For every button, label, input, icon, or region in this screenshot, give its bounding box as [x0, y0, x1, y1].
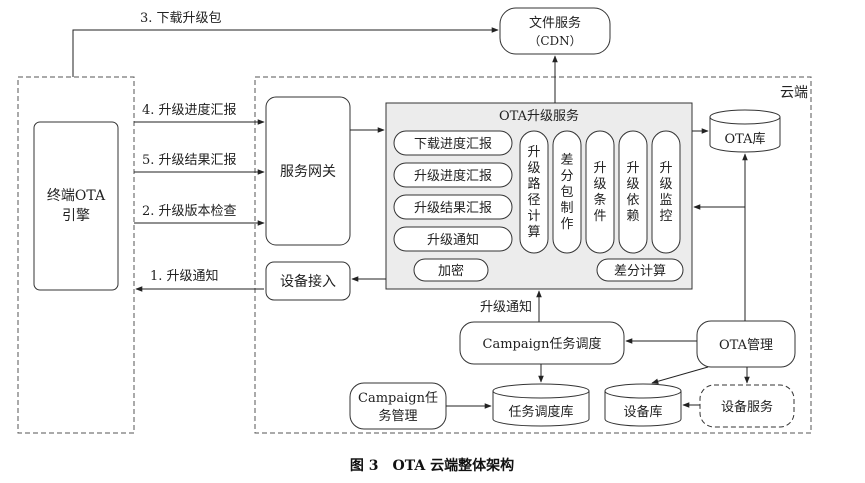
arrow-result-label: 5. 升级结果汇报 [142, 153, 237, 168]
pill-encrypt [413, 258, 489, 282]
pill-diff-calc [596, 258, 684, 282]
pill-download-progress [393, 130, 513, 156]
pill-upgrade-result-label: 升级结果汇报 [414, 201, 492, 216]
ota-database-label: OTA库 [724, 131, 765, 147]
task-schedule-database: 任务调度库 [492, 383, 590, 427]
file-service-line2: （CDN） [528, 34, 581, 48]
capsule-path-calc: 升级路径计算 [519, 130, 549, 254]
capsule-label-0: 升级路径计算 [527, 145, 540, 240]
pill-download-progress-label: 下载进度汇报 [414, 136, 492, 152]
ota-management-label: OTA管理 [719, 338, 773, 353]
campaign-scheduling [459, 321, 625, 365]
terminal-ota-engine [33, 121, 119, 291]
capsule-label-1: 差分包制作 [560, 153, 573, 232]
terminal-label-line2: 引擎 [62, 208, 90, 224]
arrow-download-label: 3. 下载升级包 [140, 11, 222, 26]
arrow-notify-terminal-label: 1. 升级通知 [150, 268, 219, 284]
pill-upgrade-notify [393, 226, 513, 252]
ota-service-title: OTA升级服务 [499, 108, 579, 124]
pill-encrypt-label: 加密 [438, 263, 464, 279]
terminal-label-line1: 终端OTA [47, 188, 106, 204]
pill-diff-calc-label: 差分计算 [614, 264, 666, 279]
campaign-task-management-line1: Campaign任 [358, 391, 438, 406]
capsule-diff-package: 差分包制作 [552, 130, 582, 254]
device-database-label: 设备库 [623, 404, 662, 420]
ota-management [696, 320, 796, 368]
arrow-download-package [72, 27, 499, 77]
service-gateway [265, 96, 351, 246]
device-access-label: 设备接入 [280, 273, 336, 290]
arrow-manage-to-devicedb [651, 366, 709, 384]
task-schedule-database-label: 任务调度库 [508, 404, 573, 420]
capsule-label-3: 升级依赖 [626, 161, 639, 224]
file-service-cdn [499, 7, 611, 55]
file-service-line1: 文件服务 [529, 15, 581, 31]
capsule-upgrade-condition: 升级条件 [585, 130, 615, 254]
campaign-scheduling-label: Campaign任务调度 [483, 336, 602, 352]
ota-database: OTA库 [709, 109, 781, 153]
pill-upgrade-notify-label: 升级通知 [427, 232, 479, 248]
pill-upgrade-result [393, 194, 513, 220]
pill-upgrade-progress-label: 升级进度汇报 [414, 168, 492, 184]
pill-upgrade-progress [393, 162, 513, 188]
arrow-progress-label: 4. 升级进度汇报 [142, 102, 237, 118]
device-database: 设备库 [604, 383, 682, 427]
cloud-label: 云端 [780, 85, 808, 101]
service-gateway-label: 服务网关 [280, 164, 336, 180]
device-service [699, 384, 795, 428]
capsule-upgrade-monitor: 升级监控 [651, 130, 681, 254]
capsule-upgrade-dependency: 升级依赖 [618, 130, 648, 254]
arrow-campaign-notify-label: 升级通知 [480, 299, 532, 315]
figure-caption: 图 3 OTA 云端整体架构 [350, 457, 514, 474]
device-service-label: 设备服务 [721, 399, 773, 415]
terminal-boundary [17, 76, 135, 434]
campaign-task-management-line2: 务管理 [378, 408, 417, 424]
device-access [265, 261, 351, 301]
capsule-label-2: 升级条件 [593, 161, 606, 224]
arrow-version-check-label: 2. 升级版本检查 [142, 204, 237, 219]
capsule-label-4: 升级监控 [659, 161, 672, 224]
